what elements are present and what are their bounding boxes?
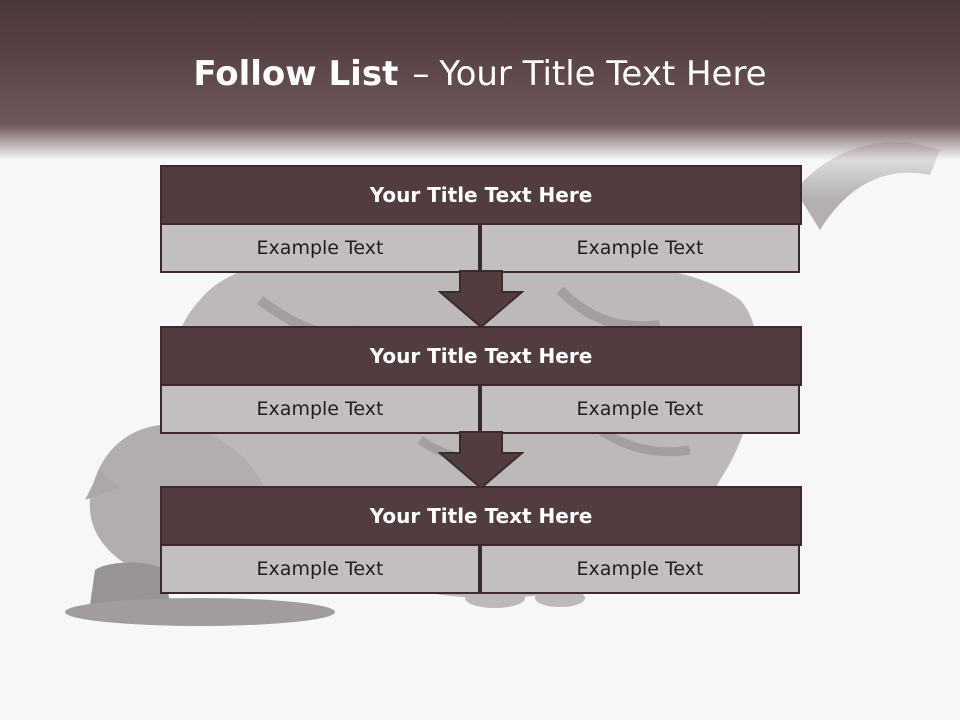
down-arrow-icon [438, 270, 524, 328]
step-right-text: Example Text [480, 544, 800, 594]
step-left-text: Example Text [160, 223, 480, 273]
step-right-text: Example Text [480, 384, 800, 434]
step-title: Your Title Text Here [160, 326, 802, 386]
step-block-3: Your Title Text Here Example Text Exampl… [160, 486, 802, 594]
step-left-text: Example Text [160, 544, 480, 594]
slide-title: Follow List–Your Title Text Here [0, 54, 960, 94]
step-block-1: Your Title Text Here Example Text Exampl… [160, 165, 802, 273]
step-left-text: Example Text [160, 384, 480, 434]
step-block-2: Your Title Text Here Example Text Exampl… [160, 326, 802, 434]
step-title: Your Title Text Here [160, 486, 802, 546]
title-rest-part: Your Title Text Here [439, 54, 767, 94]
step-title: Your Title Text Here [160, 165, 802, 225]
title-separator: – [412, 54, 430, 94]
title-bold-part: Follow List [193, 54, 399, 94]
step-right-text: Example Text [480, 223, 800, 273]
down-arrow-icon [438, 431, 524, 489]
